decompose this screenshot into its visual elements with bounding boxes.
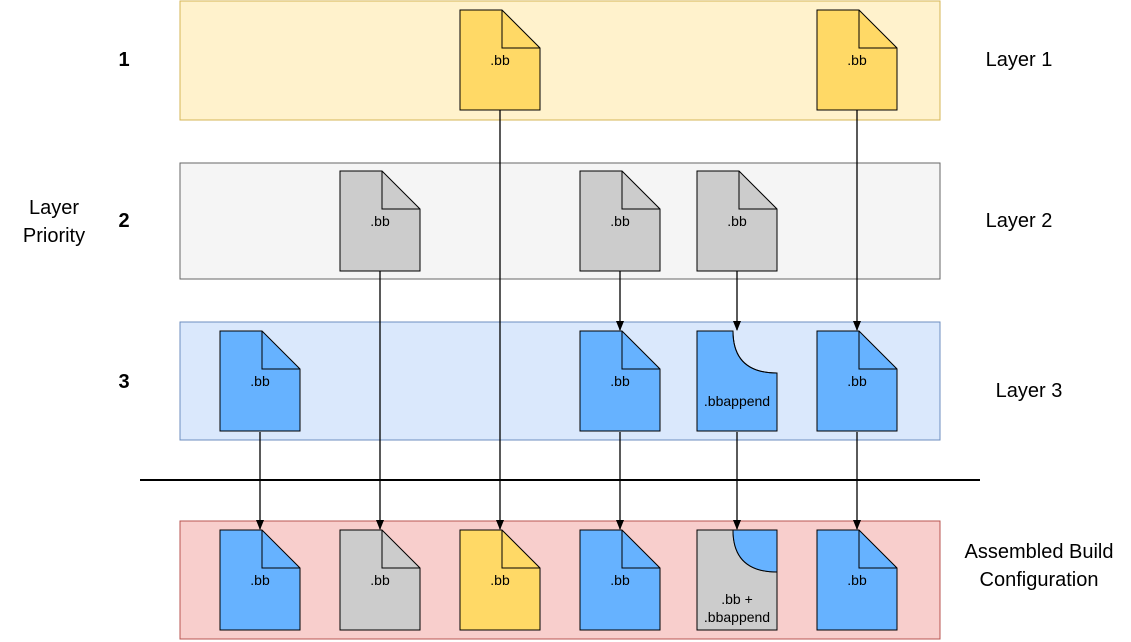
file-label: .bb [847, 52, 867, 68]
layer-priority-label-line2: Priority [23, 225, 85, 247]
file-label: .bbappend [704, 609, 770, 625]
file-icon: .bb [219, 330, 301, 432]
arrows [256, 110, 861, 530]
layer-1-files: .bb .bb [459, 9, 898, 111]
file-icon: .bb [219, 529, 301, 631]
assembled-name-line2: Configuration [980, 569, 1099, 591]
file-icon: .bb [579, 330, 661, 432]
bbappend-file-icon: .bbappend [696, 330, 778, 432]
file-icon: .bb [579, 170, 661, 272]
layer-2-files: .bb .bb .bb [339, 170, 778, 272]
layer-1-band [179, 0, 941, 121]
file-icon: .bb [816, 330, 898, 432]
layer-priority-label-line1: Layer [29, 197, 79, 219]
file-label: .bb [847, 572, 867, 588]
file-label: .bb [490, 572, 510, 588]
file-icon: .bb [339, 529, 421, 631]
assembled-name-line1: Assembled Build [965, 541, 1114, 563]
merged-file-icon: .bb + .bbappend [696, 529, 778, 631]
file-icon: .bb [459, 9, 541, 111]
layer-3-name: Layer 3 [996, 380, 1063, 402]
file-label: .bb [727, 213, 747, 229]
file-label: .bb [610, 572, 630, 588]
priority-number-1: 1 [118, 49, 129, 71]
layer-2-band [179, 162, 941, 280]
file-label: .bb [250, 373, 270, 389]
file-label: .bb [370, 213, 390, 229]
priority-number-2: 2 [118, 210, 129, 232]
file-label: .bb [370, 572, 390, 588]
file-icon: .bb [696, 170, 778, 272]
file-icon: .bb [816, 529, 898, 631]
file-label: .bb [610, 373, 630, 389]
file-label: .bb [490, 52, 510, 68]
file-icon: .bb [579, 529, 661, 631]
layer-1-name: Layer 1 [986, 49, 1053, 71]
assembled-band [179, 520, 941, 640]
priority-number-3: 3 [118, 371, 129, 393]
layer-2-name: Layer 2 [986, 210, 1053, 232]
file-icon: .bb [816, 9, 898, 111]
file-icon: .bb [339, 170, 421, 272]
file-label: .bb [250, 572, 270, 588]
file-icon: .bb [459, 529, 541, 631]
file-label: .bb [610, 213, 630, 229]
file-label: .bb + [721, 591, 753, 607]
assembled-files: .bb .bb .bb .bb .bb + .bbappend .bb [219, 529, 898, 631]
file-label: .bb [847, 373, 867, 389]
layer-3-band [179, 321, 941, 441]
layer-3-files: .bb .bb .bbappend .bb [219, 330, 898, 432]
file-label: .bbappend [704, 393, 770, 409]
